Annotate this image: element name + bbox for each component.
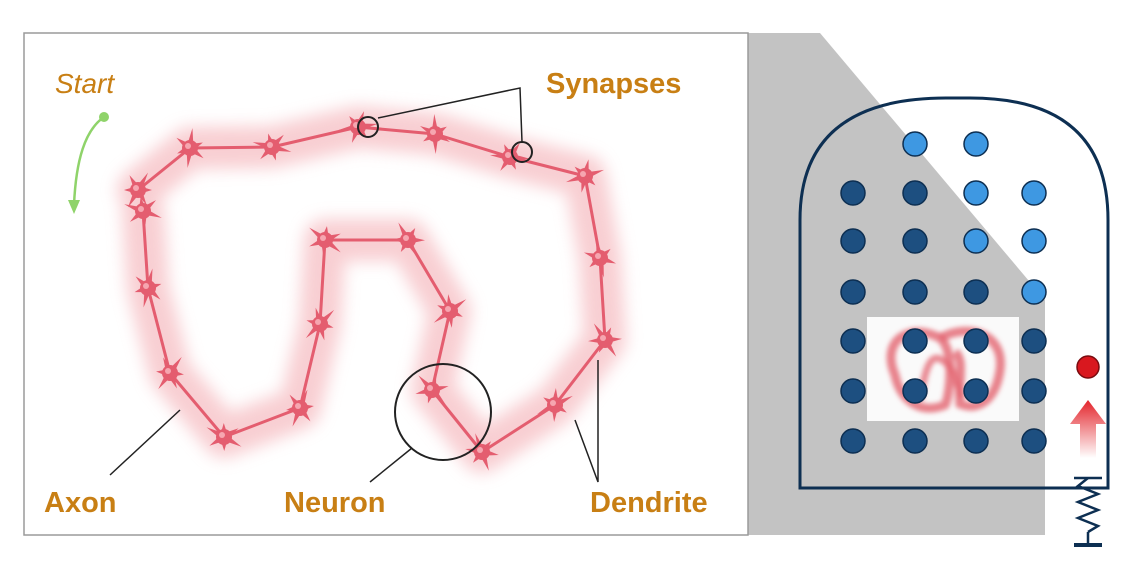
pin-icon [840,228,866,254]
spring-launcher-icon [1074,476,1102,547]
neuron-icon [490,143,530,171]
pinball-machine [798,96,1110,547]
pin-icon [902,428,928,454]
neuron-icon [433,294,467,328]
dendrite-pointer-lines [574,360,599,483]
neuron-chain [124,111,622,471]
pin-grid-front [902,328,989,404]
neuron-icon [134,268,162,308]
pin-icon [840,328,866,354]
pin-grid [840,131,1047,454]
pin-icon [840,279,866,305]
pin-icon [963,328,989,354]
axon-pointer-line [109,409,181,476]
pinball-outline [798,96,1110,490]
start-label: Start [55,68,115,99]
synapse-pointer-lines [377,87,523,143]
neuron-pointer-line [369,447,413,483]
neuron-highlight-circle [394,363,492,461]
curved-arrow-icon [68,112,109,214]
neuron-icon [156,356,184,390]
pin-icon [963,378,989,404]
pin-icon [963,428,989,454]
pin-icon [902,328,928,354]
neuron-icon [124,197,162,225]
neuron-icon [309,226,341,254]
axon-label: Axon [44,487,117,519]
pin-icon [902,228,928,254]
pin-icon [840,428,866,454]
pin-icon [963,279,989,305]
neuron-icon [124,172,152,208]
neuron-icon [419,114,451,154]
neuron-icon [252,133,292,161]
up-arrow-icon [1070,400,1106,458]
neuron-icon [176,128,204,168]
pin-icon [1021,378,1047,404]
neuron-icon [583,238,617,278]
synapse-marker-1 [357,116,379,138]
neuron-icon [565,159,605,193]
pin-icon [1021,428,1047,454]
dendrite-label: Dendrite [590,487,708,519]
pin-icon [1021,328,1047,354]
neuron-icon [537,388,573,422]
pin-icon [1021,180,1047,206]
neuron-icon [588,323,622,357]
pin-icon [902,180,928,206]
neuron-icon [391,222,425,258]
pin-icon [963,228,989,254]
pin-icon [1021,279,1047,305]
pin-icon [963,131,989,157]
neuron-icon [305,307,335,341]
synapses-label: Synapses [546,68,681,100]
pin-icon [963,180,989,206]
zoom-projection [748,33,1045,535]
pin-icon [902,131,928,157]
neuron-icon [286,389,314,427]
ball-icon [1076,355,1100,379]
neuron-icon [415,375,449,405]
pin-icon [902,279,928,305]
neuron-icon [206,423,242,451]
pin-icon [902,378,928,404]
pin-icon [840,378,866,404]
pin-icon [840,180,866,206]
pin-icon [1021,228,1047,254]
neuron-label: Neuron [284,487,386,519]
